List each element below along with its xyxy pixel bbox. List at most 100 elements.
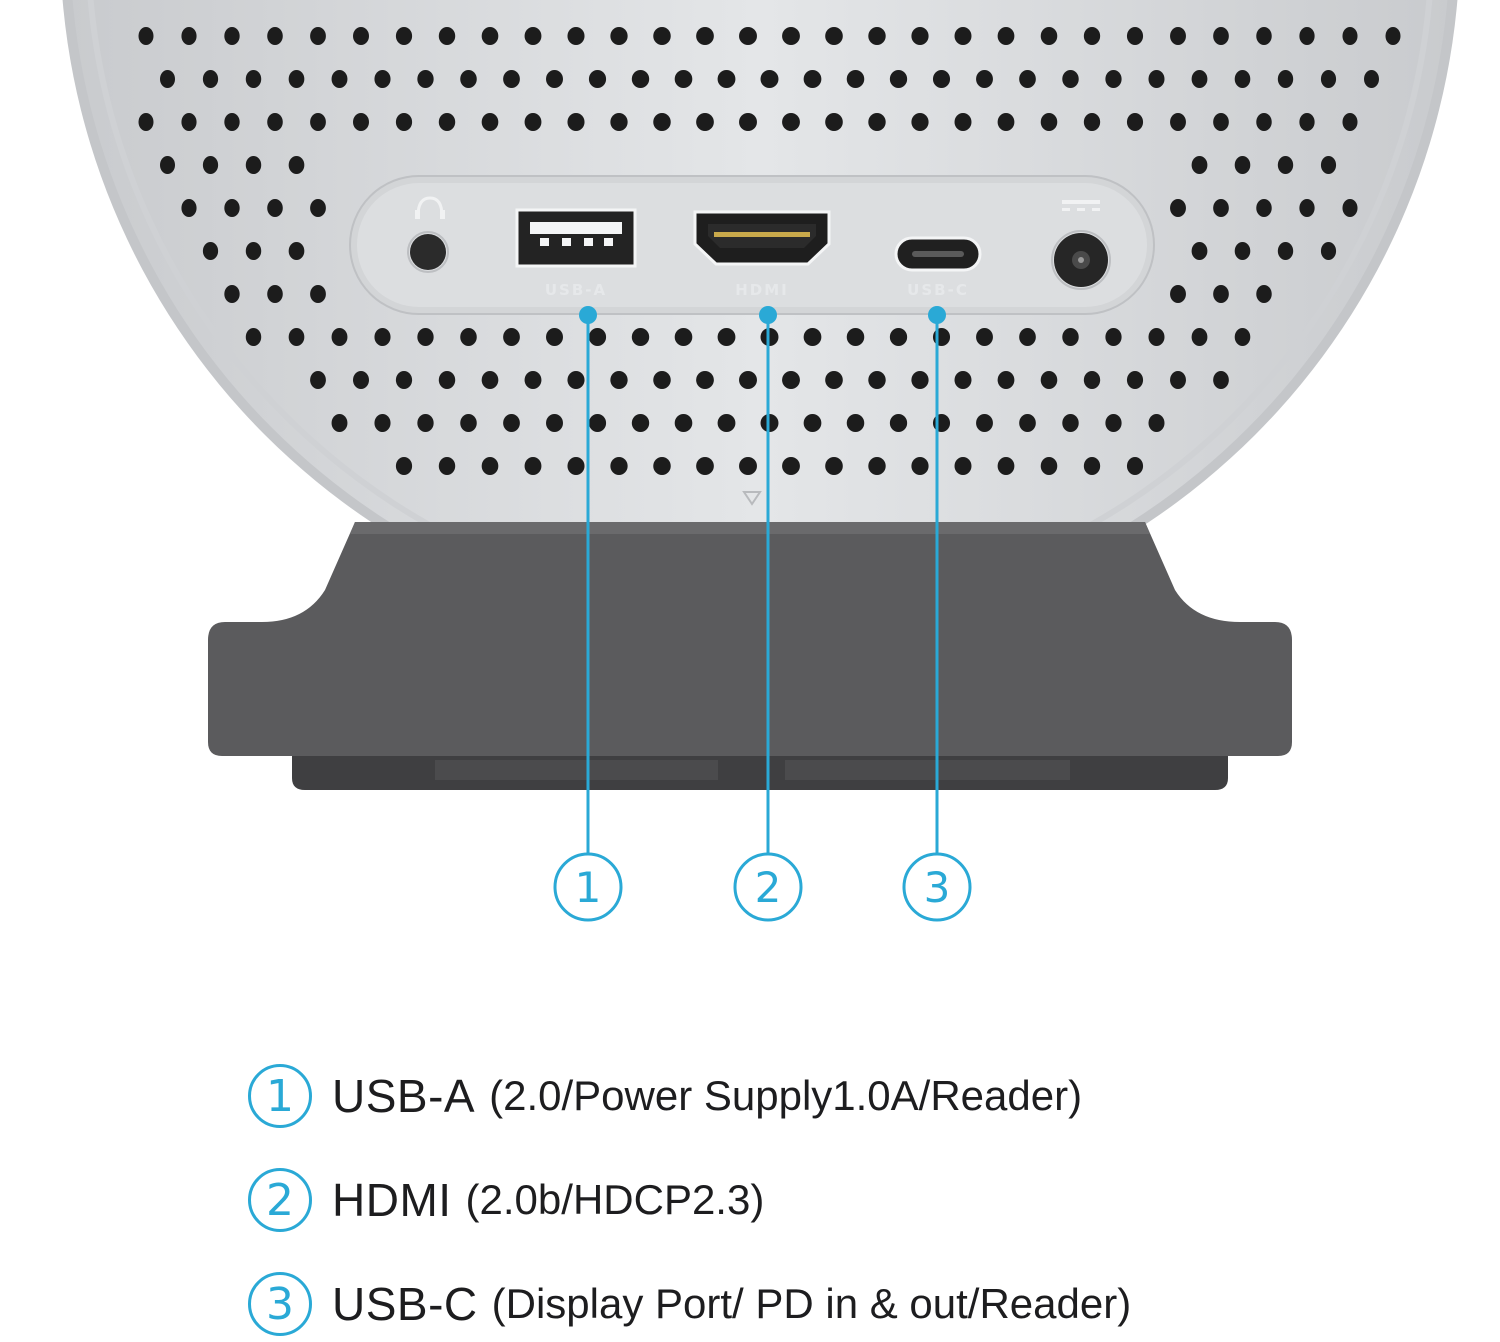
grille-hole xyxy=(717,70,736,88)
grille-hole xyxy=(395,113,413,131)
grille-hole xyxy=(546,414,563,432)
callout-3-number: 3 xyxy=(924,863,951,912)
grille-hole xyxy=(674,328,693,346)
grille-hole xyxy=(760,70,779,88)
grille-hole xyxy=(503,70,520,88)
usb-c-port-label: USB-C xyxy=(907,281,969,299)
grille-hole xyxy=(481,27,499,45)
grille-hole xyxy=(181,113,197,131)
grille-hole xyxy=(1191,70,1208,88)
grille-hole xyxy=(1040,371,1058,389)
callout-leaders xyxy=(579,306,946,854)
headphone-jack[interactable] xyxy=(407,231,449,273)
grille-hole xyxy=(825,113,843,131)
grille-hole xyxy=(1126,27,1144,45)
grille-hole xyxy=(331,70,348,88)
grille-hole xyxy=(395,457,413,475)
grille-hole xyxy=(310,27,326,45)
grille-hole xyxy=(288,156,305,174)
port-panel: USB-A HDMI USB-C xyxy=(349,175,1155,315)
grille-hole xyxy=(846,414,865,432)
grille-hole xyxy=(1234,328,1251,346)
grille-hole xyxy=(460,328,477,346)
grille-hole xyxy=(889,414,908,432)
grille-hole xyxy=(374,328,391,346)
legend-item-hdmi: 2 HDMI (2.0b/HDCP2.3) xyxy=(248,1162,764,1238)
grille-hole xyxy=(224,285,240,303)
grille-hole xyxy=(524,27,542,45)
grille-hole xyxy=(374,414,391,432)
grille-hole xyxy=(696,371,714,389)
legend-port-detail: (2.0b/HDCP2.3) xyxy=(465,1176,765,1223)
grille-hole xyxy=(503,414,520,432)
grille-hole xyxy=(782,457,800,475)
grille-hole xyxy=(1170,285,1186,303)
grille-hole xyxy=(245,156,262,174)
grille-hole xyxy=(610,371,628,389)
grille-hole xyxy=(1191,156,1208,174)
callout-1-number: 1 xyxy=(575,863,602,912)
speaker-grille xyxy=(138,27,1401,475)
grille-hole xyxy=(653,27,671,45)
grille-hole xyxy=(1083,113,1101,131)
grille-hole xyxy=(911,371,929,389)
grille-hole xyxy=(1320,70,1337,88)
grille-hole xyxy=(438,27,456,45)
grille-hole xyxy=(288,70,305,88)
grille-hole xyxy=(631,70,650,88)
grille-hole xyxy=(653,371,671,389)
grille-hole xyxy=(1105,70,1122,88)
grille-hole xyxy=(267,113,283,131)
grille-hole xyxy=(224,199,240,217)
grille-hole xyxy=(1126,457,1144,475)
grille-hole xyxy=(1213,285,1229,303)
grille-hole xyxy=(997,113,1015,131)
grille-hole xyxy=(1083,457,1101,475)
dc-power-icon xyxy=(1062,200,1100,211)
grille-hole xyxy=(202,156,219,174)
grille-hole xyxy=(1342,199,1358,217)
usb-a-port-icon[interactable] xyxy=(515,208,637,268)
grille-hole xyxy=(1170,113,1186,131)
grille-hole xyxy=(610,27,628,45)
grille-hole xyxy=(954,113,972,131)
grille-hole xyxy=(567,457,585,475)
grille-hole xyxy=(976,328,993,346)
grille-hole xyxy=(954,457,972,475)
grille-hole xyxy=(653,113,671,131)
grille-hole xyxy=(310,113,326,131)
grille-hole xyxy=(803,70,822,88)
grille-hole xyxy=(976,414,993,432)
grille-hole xyxy=(1256,199,1272,217)
grille-hole xyxy=(1191,242,1208,260)
grille-hole xyxy=(331,414,348,432)
grille-hole xyxy=(825,27,843,45)
legend-item-usb-c: 3 USB-C (Display Port/ PD in & out/Reade… xyxy=(248,1266,1131,1342)
grille-hole xyxy=(1083,371,1101,389)
grille-hole xyxy=(1040,113,1058,131)
legend-port-name: HDMI xyxy=(332,1174,452,1226)
callout-2: 2 xyxy=(733,852,803,922)
grille-hole xyxy=(202,242,219,260)
grille-hole xyxy=(138,27,154,45)
usb-c-port-icon[interactable] xyxy=(894,236,982,272)
grille-hole xyxy=(1299,27,1315,45)
grille-hole xyxy=(224,27,240,45)
grille-hole xyxy=(588,70,607,88)
grille-hole xyxy=(868,113,886,131)
grille-hole xyxy=(352,113,370,131)
hdmi-port-icon[interactable] xyxy=(693,210,831,266)
grille-hole xyxy=(352,371,370,389)
grille-hole xyxy=(1277,156,1294,174)
grille-hole xyxy=(846,70,865,88)
grille-hole xyxy=(997,371,1015,389)
grille-hole xyxy=(588,414,607,432)
grille-hole xyxy=(911,27,929,45)
dc-power-jack[interactable] xyxy=(1051,230,1111,290)
grille-hole xyxy=(395,27,413,45)
grille-hole xyxy=(911,457,929,475)
grille-hole xyxy=(1170,27,1186,45)
grille-hole xyxy=(1342,113,1358,131)
grille-hole xyxy=(310,285,326,303)
